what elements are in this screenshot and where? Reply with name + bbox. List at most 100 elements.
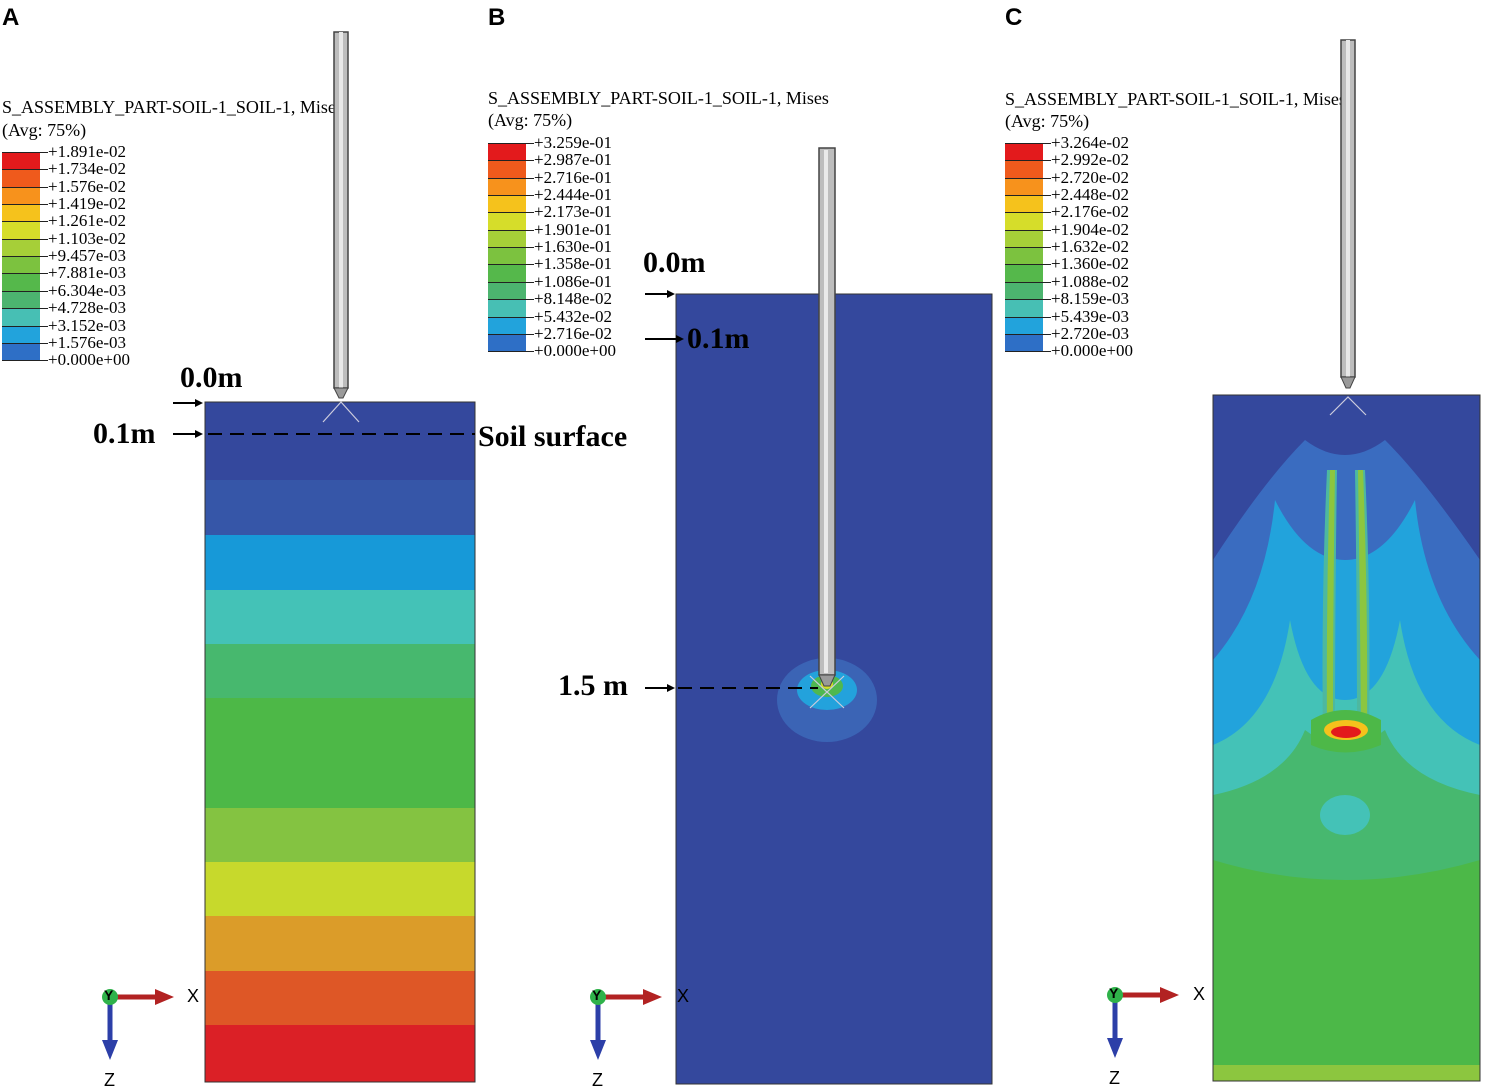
label-depth: 0.1m [93, 417, 156, 450]
legend-swatch [488, 195, 526, 213]
axis-x-label: X [187, 986, 200, 1006]
legend-tick [1005, 333, 1051, 335]
legend-title: S_ASSEMBLY_PART-SOIL-1_SOIL-1, Mises [488, 88, 829, 108]
legend-tick [1005, 229, 1051, 231]
legend-value: +2.720e-03 [1051, 323, 1130, 343]
legend-subtitle: (Avg: 75%) [1005, 111, 1090, 131]
legend-value: +1.358e-01 [534, 254, 613, 274]
legend-tick [2, 273, 48, 275]
axis-x-label: X [677, 986, 690, 1006]
legend-tick [488, 195, 534, 197]
legend-value: +7.881e-03 [48, 263, 127, 283]
axis-y-label: Y [104, 987, 114, 1003]
legend-value: +5.432e-02 [534, 306, 613, 326]
legend-swatch [488, 160, 526, 178]
legend-tick [2, 342, 48, 344]
legend-value: +1.576e-02 [48, 176, 127, 196]
legend-tick [2, 308, 48, 310]
axis-z-label: Z [1109, 1068, 1120, 1088]
legend-swatch [488, 177, 526, 196]
legend-tick [2, 325, 48, 327]
legend-swatch [1005, 281, 1043, 300]
legend-value: +1.630e-01 [534, 237, 613, 257]
legend-value: +2.720e-02 [1051, 167, 1130, 187]
legend-tick [488, 316, 534, 318]
legend-value: +1.576e-03 [48, 332, 127, 352]
axis-z-label: Z [592, 1070, 603, 1090]
legend-tick [1005, 264, 1051, 266]
panel-label: A [2, 4, 20, 31]
legend-value: +4.728e-03 [48, 298, 127, 318]
legend-swatch [488, 264, 526, 282]
legend-swatch [488, 247, 526, 265]
panel-a: A S_ASSEMBLY_PART-SOIL-1_SOIL-1, Mises (… [0, 0, 627, 1090]
legend-tick [488, 247, 534, 249]
legend-value: +1.261e-02 [48, 211, 127, 231]
legend-swatch [2, 204, 40, 222]
legend-tick [2, 186, 48, 188]
legend-tick [488, 333, 534, 335]
legend-value: +0.000e+00 [48, 350, 130, 370]
legend-tick [1005, 143, 1051, 144]
legend-value: +1.904e-02 [1051, 219, 1130, 239]
legend-swatch [2, 325, 40, 343]
label-top-depth: 0.0m [180, 361, 243, 394]
legend-swatch [488, 212, 526, 230]
legend-value: +2.716e-01 [534, 167, 613, 187]
legend-tick [1005, 177, 1051, 179]
legend-value: +2.716e-02 [534, 323, 613, 343]
legend-title: S_ASSEMBLY_PART-SOIL-1_SOIL-1, Mises [1005, 89, 1346, 109]
legend-value: +2.173e-01 [534, 202, 613, 222]
legend-tick [488, 299, 534, 301]
legend-value: +2.448e-02 [1051, 185, 1130, 205]
soil-contour-plot [102, 31, 476, 1083]
legend-value: +1.360e-02 [1051, 254, 1130, 274]
legend-tick [1005, 195, 1051, 197]
legend-subtitle: (Avg: 75%) [2, 120, 87, 140]
legend-tick [488, 264, 534, 266]
legend-value: +2.444e-01 [534, 185, 613, 205]
legend-value: +9.457e-03 [48, 246, 127, 266]
legend-value: +1.088e-02 [1051, 271, 1130, 291]
legend-swatch [2, 273, 40, 291]
legend-tick [2, 169, 48, 171]
legend-value: +0.000e+00 [1051, 341, 1133, 361]
legend-value: +5.439e-03 [1051, 306, 1130, 326]
label-tip-depth: 1.5 m [558, 669, 628, 702]
legend-swatch [1005, 177, 1043, 196]
legend-value: +8.148e-02 [534, 289, 613, 309]
legend-swatch [2, 290, 40, 309]
legend-tick [1005, 212, 1051, 214]
axis-y-label: Y [1109, 985, 1119, 1001]
legend-swatch [1005, 299, 1043, 317]
legend-tick [488, 212, 534, 214]
legend-swatch [1005, 160, 1043, 178]
legend-value: +8.159e-03 [1051, 289, 1130, 309]
legend-value: +1.086e-01 [534, 271, 613, 291]
legend-swatch [488, 143, 526, 161]
panel-label: C [1005, 4, 1023, 31]
panel-label: B [488, 4, 506, 31]
legend-swatch [488, 299, 526, 317]
legend-tick [2, 238, 48, 240]
legend-swatch [2, 256, 40, 274]
axis-y-label: Y [592, 987, 602, 1003]
legend-tick [1005, 351, 1051, 353]
legend-tick [1005, 160, 1051, 162]
legend-value: +1.103e-02 [48, 228, 127, 248]
legend-value: +1.734e-02 [48, 159, 127, 179]
legend-value: +1.891e-02 [48, 142, 127, 161]
legend-tick [2, 256, 48, 258]
legend-tick [2, 360, 48, 362]
legend-tick [488, 281, 534, 283]
panel-c: C S_ASSEMBLY_PART-SOIL-1_SOIL-1, Mises (… [1005, 0, 1487, 1089]
legend-title: S_ASSEMBLY_PART-SOIL-1_SOIL-1, Mises [2, 97, 343, 117]
label-depth: 0.1m [687, 322, 750, 355]
soil-contour-plot [590, 147, 993, 1085]
legend-value: +1.419e-02 [48, 194, 127, 214]
legend-swatch [2, 308, 40, 326]
legend-swatch [1005, 316, 1043, 334]
panel-b: B S_ASSEMBLY_PART-SOIL-1_SOIL-1, Mises (… [488, 0, 998, 1090]
label-soil-surface: Soil surface [478, 420, 628, 453]
legend-swatch [1005, 143, 1043, 161]
